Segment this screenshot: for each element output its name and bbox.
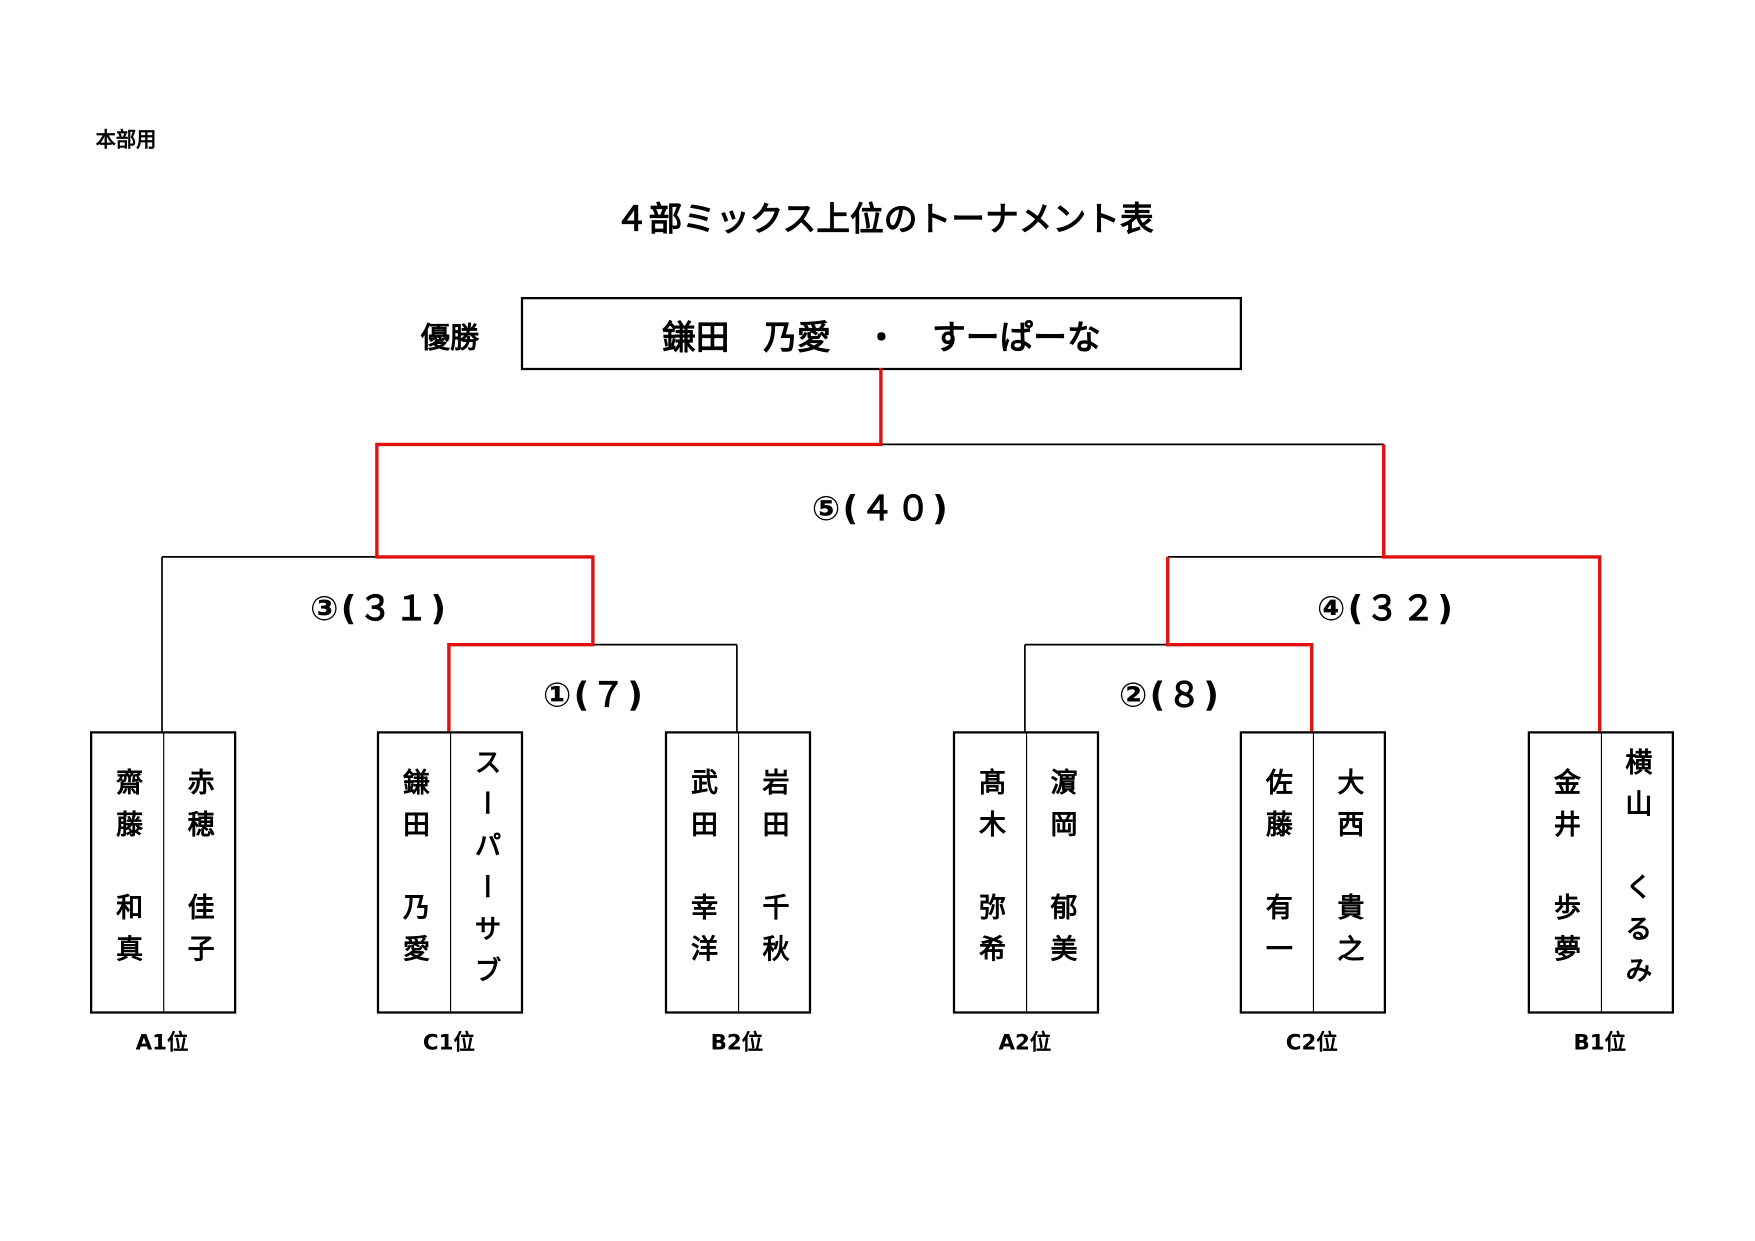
player-name: 鎌田 乃愛 xyxy=(397,768,430,977)
team-box-b1: 金井 歩夢 横山 くるみ xyxy=(1527,731,1674,1014)
team-box-c2: 佐藤 有一 大西 貴之 xyxy=(1239,731,1386,1014)
player-name: 佐藤 有一 xyxy=(1260,768,1293,977)
match-5-label: ⑤(４０) xyxy=(811,489,950,529)
player-name: スーパーサブ xyxy=(469,747,501,998)
seed-label: C2位 xyxy=(1285,1030,1338,1056)
page-title: ４部ミックス上位のトーナメント表 xyxy=(614,200,1154,240)
player-name: 濵岡 郁美 xyxy=(1045,768,1077,977)
match-2-label: ②(８) xyxy=(1118,676,1222,716)
seed-label: B1位 xyxy=(1573,1030,1627,1056)
player-name: 岩田 千秋 xyxy=(757,768,789,977)
player-name: 髙木 弥希 xyxy=(973,768,1006,977)
team-box-a1: 齋藤 和真 赤穂 佳子 xyxy=(90,731,237,1014)
player-name: 大西 貴之 xyxy=(1332,768,1364,977)
player-name: 赤穂 佳子 xyxy=(182,768,215,977)
match-3-label: ③(３１) xyxy=(310,589,449,629)
player-name: 齋藤 和真 xyxy=(111,768,143,977)
winner-path-right xyxy=(1382,444,1602,732)
player-name: 武田 幸洋 xyxy=(685,768,718,977)
winner-label: 優勝 xyxy=(420,321,480,356)
winner-path-match2 xyxy=(1166,556,1314,732)
header-note: 本部用 xyxy=(95,128,157,152)
winner-path-left xyxy=(375,367,883,732)
seed-label: A2位 xyxy=(998,1030,1052,1056)
match-4-label: ④(３２) xyxy=(1316,589,1456,629)
team-box-a2: 髙木 弥希 濵岡 郁美 xyxy=(952,731,1100,1014)
player-name: 金井 歩夢 xyxy=(1548,768,1581,977)
seed-label: A1位 xyxy=(135,1030,189,1056)
team-box-b2: 武田 幸洋 岩田 千秋 xyxy=(664,731,812,1014)
seed-label: C1位 xyxy=(422,1030,475,1056)
team-box-c1: 鎌田 乃愛 スーパーサブ xyxy=(376,731,524,1014)
seed-label: B2位 xyxy=(710,1030,764,1056)
match-1-label: ①(７) xyxy=(542,676,646,716)
player-name: 横山 くるみ xyxy=(1620,747,1652,998)
